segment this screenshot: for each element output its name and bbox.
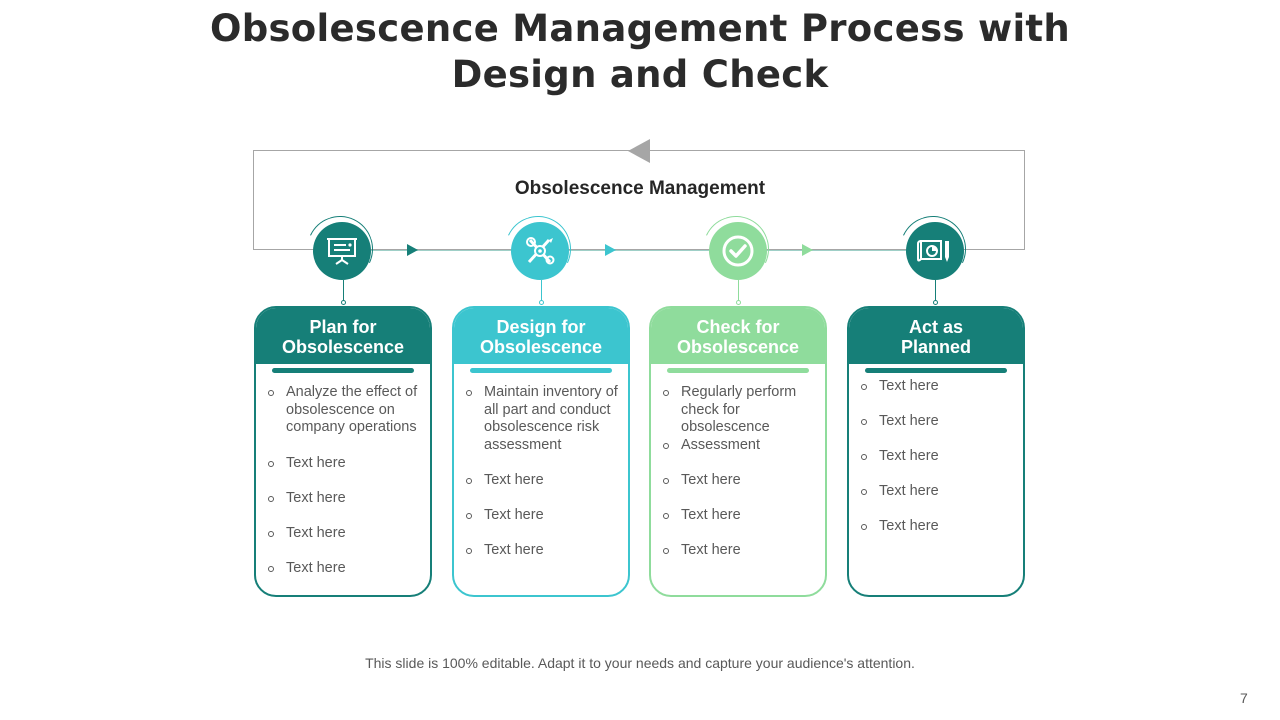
step-3-stem bbox=[738, 280, 739, 304]
flow-arrow-icon bbox=[407, 244, 418, 256]
presentation-board-icon bbox=[327, 238, 357, 265]
bullet-circle-icon bbox=[861, 384, 867, 390]
card-bullet-list: Regularly perform check for obsolescence… bbox=[651, 373, 825, 559]
bullet-circle-icon bbox=[663, 390, 669, 396]
list-item: Text here bbox=[266, 455, 420, 473]
step-3-icon-badge bbox=[693, 206, 779, 292]
card-title-line-2: Planned bbox=[900, 337, 971, 357]
step-4-icon-badge bbox=[890, 206, 976, 292]
step-1-stem bbox=[343, 280, 344, 304]
bullet-circle-icon bbox=[268, 565, 274, 572]
card-title-line-1: Check for bbox=[696, 317, 780, 337]
blueprint-chart-icon bbox=[917, 240, 949, 262]
flow-arrow-icon bbox=[802, 244, 813, 256]
slide-title: Obsolescence Management Process with Des… bbox=[140, 6, 1140, 98]
step-4-stem bbox=[935, 280, 936, 304]
step-3-stem-dot bbox=[736, 300, 741, 305]
slide-title-line-1: Obsolescence Management Process with bbox=[209, 7, 1071, 50]
card-header: Act as Planned bbox=[849, 308, 1023, 364]
list-item: Text here bbox=[661, 472, 815, 490]
bullet-circle-icon bbox=[663, 512, 669, 519]
step-1-stem-dot bbox=[341, 300, 346, 305]
bullet-circle-icon bbox=[268, 460, 274, 467]
step-card-design: Design for Obsolescence Maintain invento… bbox=[452, 306, 630, 597]
bullet-circle-icon bbox=[466, 512, 472, 519]
list-item: Text here bbox=[266, 525, 420, 543]
step-2-icon-circle bbox=[511, 222, 569, 280]
step-4-stem-dot bbox=[933, 300, 938, 305]
bullet-circle-icon bbox=[268, 530, 274, 537]
bullet-circle-icon bbox=[268, 390, 274, 396]
card-bullet-list: Maintain inventory of all part and condu… bbox=[454, 373, 628, 559]
list-item: Text here bbox=[859, 378, 1013, 396]
step-2-icon-badge bbox=[495, 206, 581, 292]
card-accent-bar bbox=[667, 368, 809, 373]
bullet-circle-icon bbox=[663, 442, 669, 449]
list-item: Text here bbox=[859, 483, 1013, 501]
card-header: Plan for Obsolescence bbox=[256, 308, 430, 364]
step-3-icon-circle bbox=[709, 222, 767, 280]
design-tools-icon bbox=[526, 237, 555, 265]
card-header: Design for Obsolescence bbox=[454, 308, 628, 364]
step-2-stem-dot bbox=[539, 300, 544, 305]
list-item: Text here bbox=[661, 542, 815, 560]
step-1-icon-circle bbox=[313, 222, 371, 280]
step-card-act: Act as Planned Text here Text here Text … bbox=[847, 306, 1025, 597]
card-title-line-1: Plan for bbox=[309, 317, 377, 337]
bullet-circle-icon bbox=[663, 477, 669, 484]
page-number: 7 bbox=[1240, 690, 1248, 706]
slide-title-line-2: Design and Check bbox=[451, 53, 829, 96]
list-item: Text here bbox=[464, 507, 618, 525]
list-item: Text here bbox=[661, 507, 815, 525]
card-accent-bar bbox=[272, 368, 414, 373]
checkmark-icon bbox=[722, 235, 754, 267]
bullet-circle-icon bbox=[663, 547, 669, 554]
bullet-circle-icon bbox=[466, 547, 472, 554]
list-item: Regularly perform check for obsolescence bbox=[661, 384, 815, 437]
bullet-circle-icon bbox=[861, 454, 867, 460]
card-accent-bar bbox=[865, 368, 1007, 373]
bullet-circle-icon bbox=[861, 419, 867, 425]
card-accent-bar bbox=[470, 368, 612, 373]
loop-return-arrow-icon bbox=[628, 139, 650, 163]
card-title-line-2: Obsolescence bbox=[479, 337, 603, 357]
card-title-line-1: Act as bbox=[908, 317, 963, 337]
step-1-icon-badge bbox=[297, 206, 383, 292]
step-2-stem bbox=[541, 280, 542, 304]
list-item: Maintain inventory of all part and condu… bbox=[464, 384, 618, 454]
process-subtitle: Obsolescence Management bbox=[514, 178, 766, 199]
step-4-icon-circle bbox=[906, 222, 964, 280]
card-title-line-1: Design for bbox=[496, 317, 586, 337]
list-item: Analyze the effect of obsolescence on co… bbox=[266, 384, 420, 437]
bullet-circle-icon bbox=[861, 524, 867, 530]
step-card-check: Check for Obsolescence Regularly perform… bbox=[649, 306, 827, 597]
card-title-line-2: Obsolescence bbox=[676, 337, 800, 357]
step-card-plan: Plan for Obsolescence Analyze the effect… bbox=[254, 306, 432, 597]
flow-arrow-icon bbox=[605, 244, 616, 256]
card-header: Check for Obsolescence bbox=[651, 308, 825, 364]
list-item: Text here bbox=[464, 542, 618, 560]
bullet-circle-icon bbox=[268, 495, 274, 502]
list-item: Text here bbox=[266, 490, 420, 508]
step-connector-line bbox=[370, 250, 964, 251]
list-item: Text here bbox=[859, 518, 1013, 536]
bullet-circle-icon bbox=[466, 477, 472, 484]
list-item: Assessment bbox=[661, 437, 815, 455]
list-item: Text here bbox=[859, 448, 1013, 466]
list-item: Text here bbox=[859, 413, 1013, 431]
card-title-line-2: Obsolescence bbox=[281, 337, 405, 357]
list-item: Text here bbox=[266, 560, 420, 578]
card-bullet-list: Analyze the effect of obsolescence on co… bbox=[256, 373, 430, 577]
slide-footer-note: This slide is 100% editable. Adapt it to… bbox=[365, 655, 915, 671]
list-item: Text here bbox=[464, 472, 618, 490]
bullet-circle-icon bbox=[466, 390, 472, 396]
card-bullet-list: Text here Text here Text here Text here … bbox=[849, 373, 1023, 536]
bullet-circle-icon bbox=[861, 489, 867, 495]
